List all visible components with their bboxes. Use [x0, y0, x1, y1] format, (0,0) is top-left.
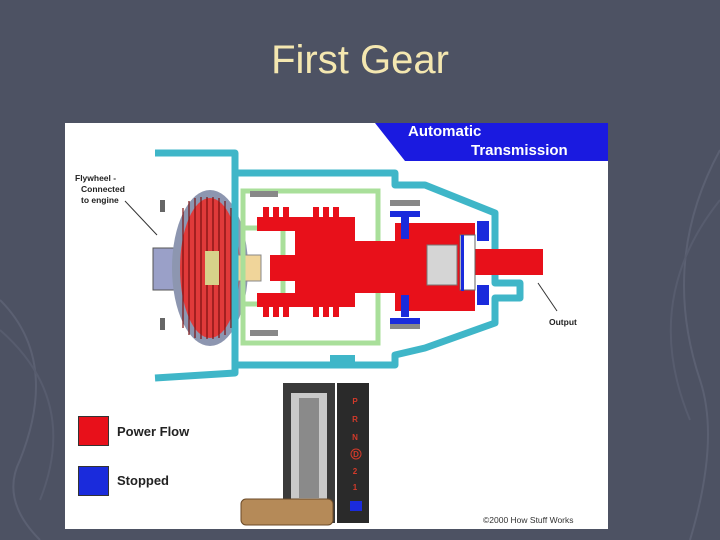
planet-gear: [426, 244, 458, 286]
flywheel-label: Flywheel - Connected to engine: [75, 173, 125, 206]
output-shaft: [475, 249, 543, 275]
gear-letter-p: P: [352, 397, 358, 406]
flywheel-label-line3: to engine: [81, 195, 119, 205]
gear-letter-d: D: [353, 450, 359, 459]
flywheel-label-line1: Flywheel -: [75, 173, 117, 183]
flywheel-leader: [124, 200, 158, 236]
legend-label-stopped: Stopped: [117, 473, 169, 488]
legend-swatch-power: [78, 416, 109, 446]
output-leader: [537, 282, 558, 312]
slide-title: First Gear: [271, 38, 449, 82]
band-upper: [390, 211, 420, 217]
gear-letter-2: 2: [352, 467, 358, 476]
gear-letter-r: R: [352, 415, 358, 424]
legend-label-power: Power Flow: [117, 424, 190, 439]
banner-title-line2: Transmission: [471, 142, 568, 159]
gear-letter-1: 1: [352, 483, 358, 492]
flywheel-label-line2: Connected: [81, 184, 125, 194]
flywheel-hub: [152, 247, 176, 291]
bolt: [160, 200, 165, 212]
transmission-drawing: [124, 123, 608, 526]
band-lower: [390, 318, 420, 324]
transmission-housing: [154, 149, 524, 382]
gear-letter-n: N: [352, 433, 358, 442]
banner-title-line1: Automatic: [408, 123, 482, 140]
clutch-pack-lower: [257, 293, 355, 307]
clutch-pack-upper: [257, 217, 355, 231]
copyright-notice: ©2000 How Stuff Works: [483, 515, 574, 525]
bolt: [160, 318, 165, 330]
legend-swatch-stopped: [78, 466, 109, 496]
transmission-diagram: Automatic Transmission Flywheel - Connec…: [65, 123, 608, 529]
sun-gear: [295, 231, 355, 293]
output-label: Output: [549, 317, 577, 327]
title-banner: [375, 123, 608, 161]
converter-core: [205, 251, 219, 285]
gear-indicator: [337, 383, 369, 523]
shifter-handle: [240, 498, 334, 526]
